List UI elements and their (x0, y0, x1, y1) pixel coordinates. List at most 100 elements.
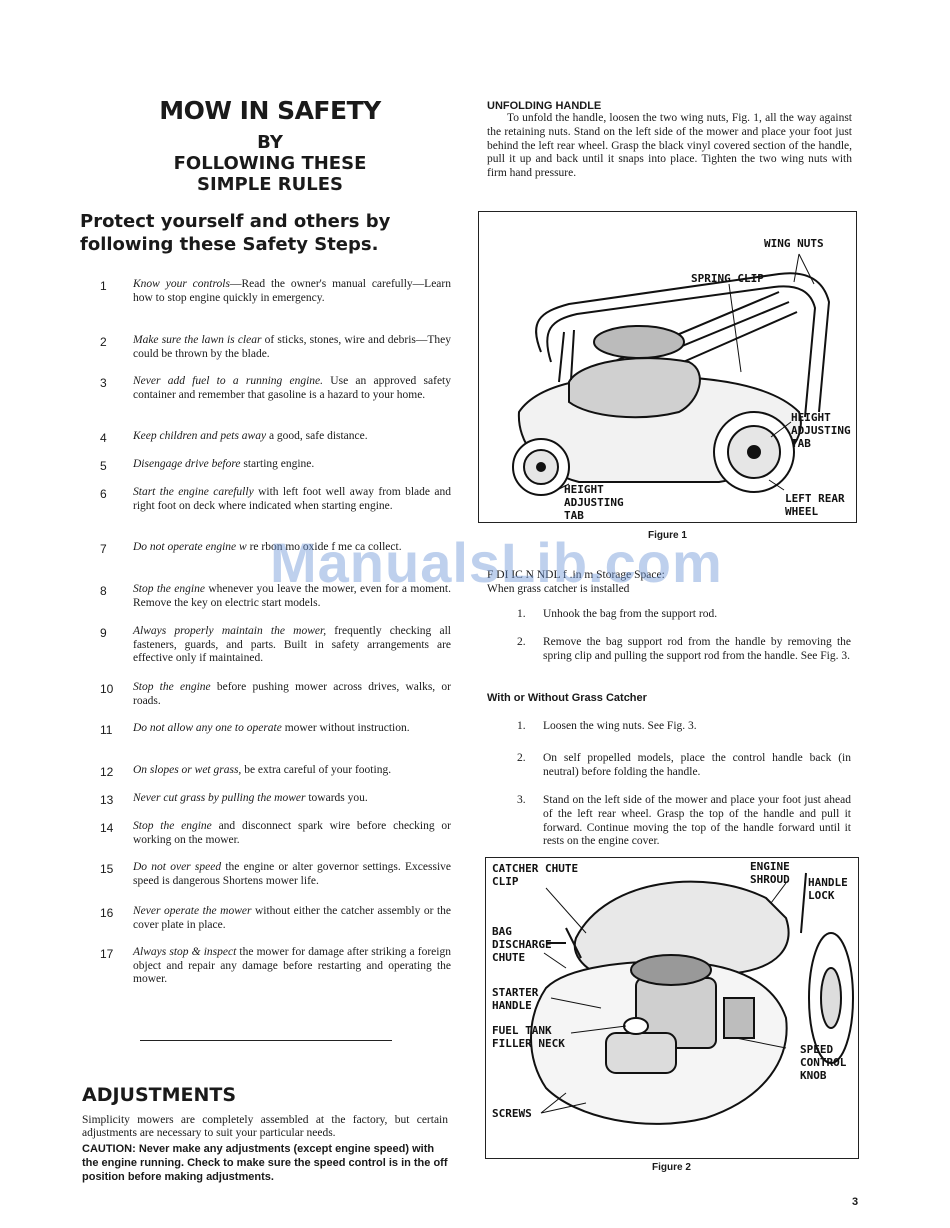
rule-text: Stop the engine before pushing mower acr… (133, 681, 451, 708)
section-divider (140, 1040, 392, 1041)
figure-1: WING NUTS SPRING CLIP HEIGHT ADJUSTING T… (478, 211, 857, 523)
rule-text: Never cut grass by pulling the mower tow… (133, 792, 451, 806)
rule-body: a good, safe distance. (266, 430, 368, 442)
rule-body: Use an approved safety container and rem… (133, 375, 451, 401)
rule-text: Start the engine carefully with left foo… (133, 486, 451, 513)
rule-number: 1 (100, 279, 107, 293)
rule-emphasis: Stop the engine (133, 583, 205, 595)
rule-number: 17 (100, 947, 114, 961)
rule-body: before pushing mower across drives, walk… (133, 681, 451, 707)
rule-number: 8 (100, 584, 107, 598)
label-screws: SCREWS (492, 1107, 532, 1120)
step-text: Remove the bag support rod from the hand… (543, 636, 851, 662)
label-bag-discharge-chute: BAG DISCHARGE CHUTE (492, 925, 552, 964)
rule-number: 16 (100, 906, 114, 920)
step-text: Stand on the left side of the mower and … (543, 794, 851, 848)
step-text: On self propelled models, place the cont… (543, 752, 851, 778)
rule-emphasis: Make sure the lawn is clear (133, 334, 262, 346)
with-without-heading: With or Without Grass Catcher (487, 692, 647, 704)
rule-emphasis: Do not operate engine w (133, 541, 247, 553)
rule-body: whenever you leave the mower, even for a… (133, 583, 452, 609)
rule-text: Disengage drive before starting engine. (133, 458, 451, 472)
rule-text: Stop the engine and disconnect spark wir… (133, 820, 451, 847)
rule-text: Do not allow any one to operate mower wi… (133, 722, 451, 736)
label-left-rear-wheel: LEFT REAR WHEEL (785, 492, 845, 518)
adjustments-heading: ADJUSTMENTS (82, 1084, 237, 1106)
rule-emphasis: On slopes or wet grass, (133, 764, 242, 776)
rule-text: Never operate the mower without either t… (133, 905, 451, 932)
rule-text: Make sure the lawn is clear of sticks, s… (133, 334, 451, 361)
rule-number: 14 (100, 821, 114, 835)
rule-number: 15 (100, 862, 114, 876)
label-handle-lock: HANDLE LOCK (808, 876, 848, 902)
folding-subheading: When grass catcher is installed (487, 582, 630, 595)
rule-emphasis: Stop the engine (133, 820, 212, 832)
adjustments-text: Simplicity mowers are completely assembl… (82, 1114, 448, 1140)
rule-text: On slopes or wet grass, be extra careful… (133, 764, 451, 778)
rule-text: Stop the engine whenever you leave the m… (133, 583, 451, 610)
rule-text: Always properly maintain the mower, freq… (133, 625, 451, 666)
unfolding-heading: UNFOLDING HANDLE (487, 100, 602, 112)
unfolding-section: UNFOLDING HANDLE To unfold the handle, l… (487, 100, 852, 181)
rule-number: 10 (100, 682, 114, 696)
rule-emphasis: Know your controls (133, 278, 230, 290)
rule-emphasis: Do not over speed (133, 861, 222, 873)
rule-body: mower without instruction. (281, 722, 410, 734)
label-height-adjusting-tab-right: HEIGHT ADJUSTING TAB (791, 411, 851, 450)
rule-body: towards you. (305, 792, 368, 804)
rule-body: the mower for damage after striking a fo… (133, 946, 451, 986)
watermark: ManualsLib.com (270, 531, 723, 594)
safety-intro: Protect yourself and others by following… (80, 211, 391, 255)
with-without-section: With or Without Grass Catcher (487, 692, 852, 704)
rule-text: Know your controls—Read the owner's manu… (133, 278, 451, 305)
adjustments-caution: CAUTION: Never make any adjustments (exc… (82, 1143, 448, 1183)
label-wing-nuts: WING NUTS (764, 237, 824, 250)
step-number: 3. (517, 794, 526, 806)
rule-body: —Read the owner's manual carefully—Learn… (133, 278, 451, 304)
rule-body: without either the catcher assembly or t… (133, 905, 451, 931)
rule-number: 5 (100, 459, 107, 473)
label-fuel-tank-filler-neck: FUEL TANK FILLER NECK (492, 1024, 565, 1050)
engine-illustration (530, 872, 854, 1125)
folding-heading: F DI IC N NDL f .in m Storage Space: (487, 569, 665, 581)
rule-number: 4 (100, 431, 107, 445)
rule-body: of sticks, stones, wire and debris—They … (133, 334, 452, 360)
rule-body: and disconnect spark wire before checkin… (133, 820, 451, 846)
rule-emphasis: Never operate the mower (133, 905, 252, 917)
rule-number: 3 (100, 376, 107, 390)
rule-text: Never add fuel to a running engine. Use … (133, 375, 451, 402)
rule-emphasis: Do not allow any one to operate (133, 722, 282, 734)
rule-body: with left foot well away from blade and … (133, 486, 452, 512)
rule-text: Always stop & inspect the mower for dama… (133, 946, 451, 987)
rule-body: re rbon mo oxide f me ca collect. (246, 541, 402, 553)
rule-number: 12 (100, 765, 114, 779)
step-number: 2. (517, 636, 526, 648)
rule-emphasis: Disengage drive before (133, 458, 241, 470)
page-subtitle: BY FOLLOWING THESE SIMPLE RULES (120, 132, 420, 195)
rule-emphasis: Always properly maintain the mower, (133, 625, 327, 637)
step-number: 1. (517, 720, 526, 732)
subtitle-line: SIMPLE RULES (196, 174, 343, 195)
folding-section: F DI IC N NDL f .in m Storage Space: Whe… (487, 569, 852, 597)
figure-1-caption: Figure 1 (648, 530, 687, 541)
label-starter-handle: STARTER HANDLE (492, 986, 539, 1012)
step-number: 1. (517, 608, 526, 620)
rule-text: Keep children and pets away a good, safe… (133, 430, 451, 444)
unfolding-text: To unfold the handle, loosen the two win… (487, 112, 852, 180)
rule-number: 7 (100, 542, 107, 556)
rule-emphasis: Never cut grass by pulling the mower (133, 792, 306, 804)
label-catcher-chute-clip: CATCHER CHUTE CLIP (492, 862, 579, 888)
step-text: Unhook the bag from the support rod. (543, 608, 718, 620)
handle-bar (535, 272, 831, 413)
rule-emphasis: Start the engine carefully (133, 486, 254, 498)
label-height-adjusting-tab-left: HEIGHT ADJUSTING TAB (564, 483, 624, 522)
figure-2-caption: Figure 2 (652, 1162, 691, 1173)
rule-text: Do not operate engine w re rbon mo oxide… (133, 541, 451, 555)
mower-illustration (512, 253, 831, 496)
rule-emphasis: Never add fuel to a running engine. (133, 375, 324, 387)
rule-body: the engine or alter governor settings. E… (133, 861, 451, 887)
label-speed-control-knob: SPEED CONTROL KNOB (800, 1043, 847, 1082)
rule-number: 13 (100, 793, 114, 807)
rule-emphasis: Stop the engine (133, 681, 211, 693)
